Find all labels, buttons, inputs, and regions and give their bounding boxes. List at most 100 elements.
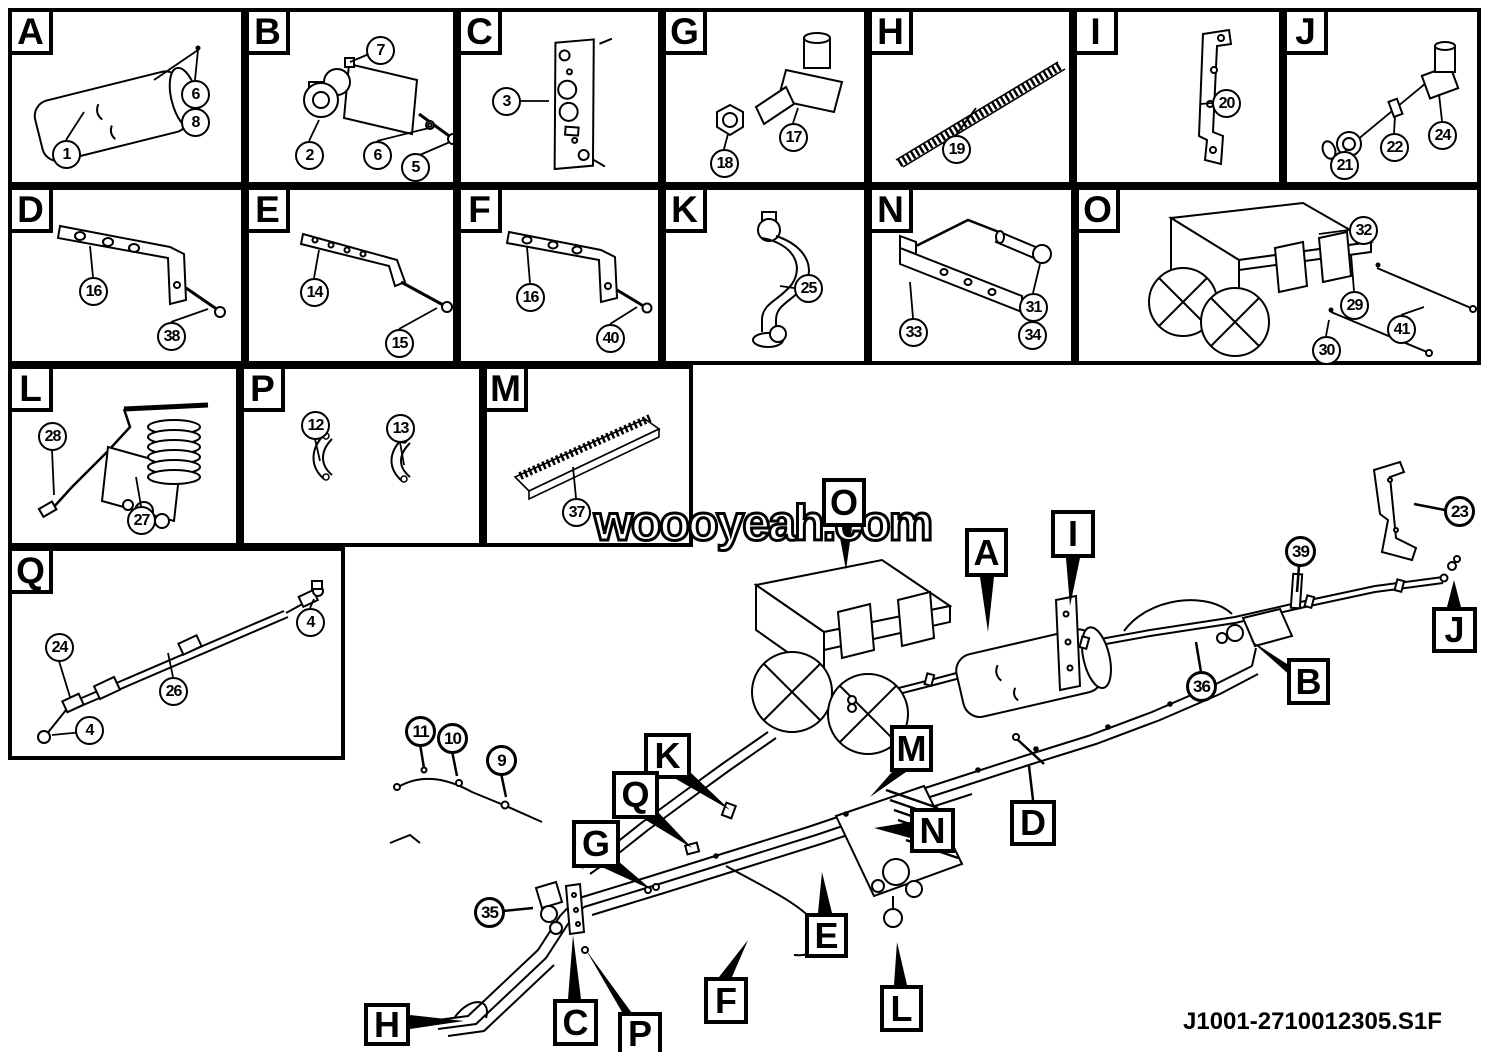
assembly-callout-10: 10	[437, 723, 468, 754]
assembly-label-b: B	[1287, 658, 1330, 705]
callout-24: 24	[1428, 121, 1457, 150]
l-bracket-drawing	[56, 224, 226, 323]
assembly-label-q: Q	[612, 771, 659, 819]
callout-29: 29	[1340, 291, 1369, 320]
callout-6: 6	[181, 80, 210, 109]
coil-hose-assembly-drawing	[37, 402, 209, 529]
callout-19: 19	[942, 135, 971, 164]
flat-bracket-drawing	[299, 232, 453, 330]
callout-33: 33	[899, 318, 928, 347]
callout-16: 16	[516, 283, 545, 312]
panel-m: M 37	[483, 365, 693, 547]
air-tank-cylinder	[955, 626, 1112, 718]
panel-letter: M	[490, 368, 521, 409]
callout-30: 30	[1312, 336, 1341, 365]
panel-q: Q 4 24 26 4	[8, 547, 345, 760]
elbow-fitting-drawing	[716, 32, 844, 150]
valve-drawing	[303, 53, 453, 158]
callout-4b: 4	[75, 716, 104, 745]
callout-12: 12	[301, 411, 330, 440]
callout-2: 2	[295, 141, 324, 170]
panel-letter: N	[877, 189, 904, 230]
curved-bracket-drawing	[752, 211, 810, 348]
assembly-label-f: F	[704, 977, 748, 1024]
panel-letter: C	[466, 11, 493, 52]
callout-16: 16	[79, 277, 108, 306]
assembly-callout-23: 23	[1444, 496, 1475, 527]
l-bracket-drawing	[505, 230, 653, 325]
panel-letter: J	[1295, 11, 1316, 52]
assembly-label-k: K	[644, 733, 691, 779]
panel-letter: K	[671, 189, 698, 230]
callout-3: 3	[492, 87, 521, 116]
panel-letter: Q	[16, 550, 45, 591]
callout-28: 28	[38, 422, 67, 451]
callout-24: 24	[45, 633, 74, 662]
right-side-parts	[1012, 460, 1461, 765]
panel-a-label: A	[8, 8, 53, 55]
panel-m-label: M	[483, 365, 528, 412]
callout-22: 22	[1380, 133, 1409, 162]
panel-n: N 33 31 34	[868, 186, 1075, 365]
assembly-label-l: L	[880, 985, 923, 1032]
assembly-label-o: O	[822, 478, 866, 527]
assembly-label-c: C	[553, 999, 598, 1046]
leader-wedges	[410, 527, 1461, 1029]
panel-o-label: O	[1075, 186, 1120, 233]
panel-letter: B	[254, 11, 281, 52]
callout-37: 37	[562, 498, 591, 527]
tank-assembly-drawing	[1148, 201, 1477, 357]
panel-letter: L	[19, 368, 42, 409]
assembly-label-j: J	[1432, 607, 1477, 653]
panel-o: O 32 29 41 30	[1075, 186, 1481, 365]
panel-letter: I	[1090, 11, 1101, 52]
callout-41: 41	[1387, 315, 1416, 344]
callout-40: 40	[596, 324, 625, 353]
watermark: woooyeah.com	[592, 494, 934, 553]
assembly-label-a: A	[965, 528, 1008, 577]
panel-i-label: I	[1073, 8, 1118, 55]
panel-f: F 16 40	[457, 186, 662, 365]
pipe-bundle-upper	[581, 576, 1444, 875]
panel-letter: H	[877, 11, 904, 52]
panel-k-label: K	[662, 186, 707, 233]
twin-air-tank-unit	[751, 558, 953, 755]
plate-bracket-drawing	[520, 37, 613, 171]
panel-h: H 19	[868, 8, 1073, 186]
callout-17: 17	[779, 123, 808, 152]
panel-g: G 18 17	[662, 8, 868, 186]
pipe-joint-dots	[713, 701, 1173, 859]
assembly-label-g: G	[572, 820, 620, 868]
assembly-callout-9: 9	[486, 745, 517, 776]
panel-letter: E	[255, 189, 280, 230]
callout-18: 18	[710, 149, 739, 178]
assembly-label-p: P	[618, 1012, 662, 1052]
callout-7: 7	[366, 36, 395, 65]
panel-p: P 12 13	[240, 365, 483, 547]
assembly-callout-11: 11	[405, 716, 436, 747]
panel-j-label: J	[1283, 8, 1328, 55]
support-bracket	[1054, 594, 1082, 692]
assembly-label-m: M	[890, 725, 933, 772]
callout-21: 21	[1330, 151, 1359, 180]
callout-4: 4	[296, 608, 325, 637]
panel-letter: G	[670, 11, 699, 52]
panel-e-label: E	[245, 186, 290, 233]
panel-i: I 20	[1073, 8, 1283, 186]
panel-j: J 21 22 24	[1283, 8, 1481, 186]
panel-q-label: Q	[8, 547, 53, 594]
assembly-label-d: D	[1010, 800, 1056, 846]
callout-25: 25	[794, 274, 823, 303]
assembly-label-h: H	[364, 1003, 410, 1046]
panel-e: E 14 15	[245, 186, 457, 365]
callout-6: 6	[363, 141, 392, 170]
callout-31: 31	[1019, 293, 1048, 322]
callout-26: 26	[159, 677, 188, 706]
panel-c-label: C	[457, 8, 502, 55]
callout-15: 15	[385, 329, 414, 358]
panel-d-label: D	[8, 186, 53, 233]
panel-b-label: B	[245, 8, 290, 55]
panel-letter: F	[468, 189, 491, 230]
fittings-drawing	[1321, 41, 1460, 160]
assembly-callout-35: 35	[474, 897, 505, 928]
